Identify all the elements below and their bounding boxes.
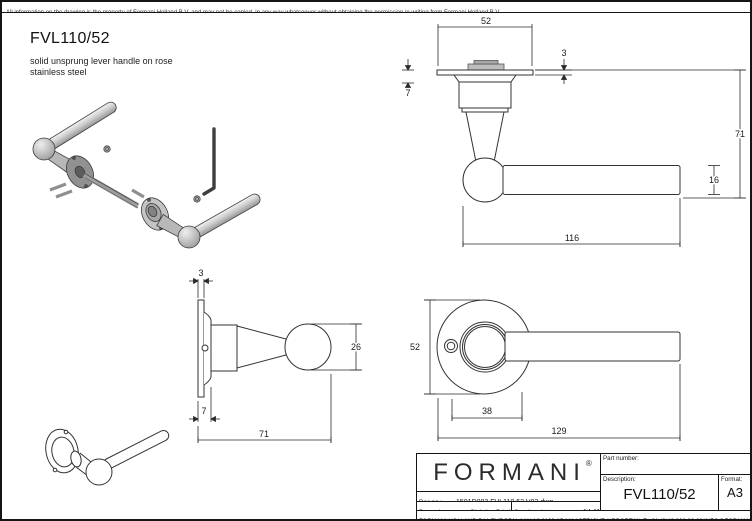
lever-bar: [102, 429, 170, 470]
ball-joint: [32, 137, 56, 161]
description-value: FVL110/52: [623, 486, 696, 503]
formani-logo: FORMANI®: [433, 458, 592, 486]
format-cell: Format: A3: [719, 475, 750, 511]
product-description-line1: solid unsprung lever handle on rose: [30, 56, 173, 66]
format-value: A3: [727, 485, 743, 500]
neck-collar: [453, 74, 517, 83]
part-number-cell: Part number:: [601, 454, 750, 475]
dim-rose-depth: 7: [201, 406, 206, 416]
front-dimensions: [424, 299, 681, 441]
drawn-by-label: Drawn by:: [419, 509, 447, 510]
company-address: FORMANI HOLLAND B.V. EUROPALAAN 12 6199 …: [419, 518, 750, 519]
logo-cell: FORMANI®: [417, 454, 601, 492]
ball-ring: [464, 326, 506, 368]
dim-plate-thickness: 3: [561, 48, 566, 58]
dim-inner-rose: 38: [482, 406, 492, 416]
cell-divider: [511, 502, 512, 510]
fixing-pin-icon: [55, 189, 73, 199]
dim-bar-diameter: 16: [709, 175, 719, 185]
screw-hole-icon: [147, 198, 151, 202]
fixing-pin-icon: [131, 188, 145, 199]
spindle-hub-top: [473, 60, 499, 65]
rose-inner: [51, 436, 75, 468]
profile-geometry: [197, 299, 332, 398]
format-label: Format:: [721, 476, 743, 483]
dim-overall-height: 71: [735, 129, 745, 139]
product-description: solid unsprung lever handle on rose stai…: [30, 56, 173, 78]
description-cell: Description: FVL110/52: [601, 475, 719, 511]
screw-hole-icon: [84, 184, 88, 188]
front-view: 52 38 129: [408, 299, 681, 441]
registered-mark-icon: ®: [585, 458, 592, 468]
part-number-label: Part number:: [603, 455, 639, 462]
side-geometry: [436, 60, 681, 203]
creation-date-value: 14-11-2014: [583, 509, 600, 510]
neck-collar: [210, 324, 238, 372]
screw-hole-icon: [52, 467, 58, 473]
product-description-line2: stainless steel: [30, 67, 87, 77]
product-code-title: FVL110/52: [30, 30, 110, 47]
dim-rose-diameter: 52: [410, 342, 420, 352]
rose-plate: [436, 69, 534, 76]
ball-joint: [85, 458, 113, 486]
allen-key-icon: [202, 127, 216, 196]
dim-rose-width: 52: [481, 16, 491, 26]
disclaimer-text: All information on the drawing is the pr…: [6, 9, 500, 13]
disclaimer-bar: All information on the drawing is the pr…: [2, 2, 750, 13]
profile-dimensions: [189, 277, 362, 443]
set-screw-inner: [446, 341, 456, 351]
spindle-hole: [201, 344, 209, 352]
creation-date-label: Creation date:: [514, 509, 553, 510]
ball-joint: [177, 225, 201, 249]
profile-view: 3 26 7 71: [189, 267, 363, 443]
neck-band: [461, 107, 509, 113]
ball-end: [284, 323, 332, 371]
dim-hub-depth: 7: [405, 88, 410, 98]
front-geometry: [436, 299, 681, 395]
description-label: Description:: [603, 476, 636, 483]
doc-no-value: 1501D083 FVL110 52 V03.dwg: [456, 499, 553, 501]
drawn-by-cell: Drawn by: Christian Brimbois Creation dat…: [417, 502, 601, 511]
dim-ball-diameter: 26: [351, 342, 361, 352]
right-handle: [131, 188, 261, 249]
iso-exploded-view: [32, 101, 261, 249]
grub-screw: [193, 195, 201, 203]
grub-screw: [103, 145, 111, 153]
neck-taper: [236, 325, 287, 369]
lever-bar: [504, 331, 681, 362]
rose-hub-hole: [147, 205, 158, 218]
side-elevation-view: 52 3 7 71 16 116: [402, 15, 747, 247]
neck-taper: [465, 111, 505, 163]
fixing-pin-icon: [49, 182, 67, 192]
spindle: [82, 172, 140, 209]
perspective-view: [45, 428, 170, 486]
neck-cylinder: [458, 81, 512, 109]
ball-joint: [462, 157, 508, 203]
left-handle: [32, 101, 117, 199]
side-dimensions: [402, 24, 746, 247]
doc-no-label: Doc no.:: [419, 499, 442, 501]
dim-plate-thickness: 3: [198, 268, 203, 278]
neck-line: [79, 452, 92, 463]
screw-hole-icon: [63, 429, 69, 435]
lever-bar: [502, 165, 681, 195]
screw-hole-icon: [72, 156, 76, 160]
spindle-hub: [467, 63, 505, 71]
dim-lever-length: 116: [565, 233, 579, 243]
dim-overall-length: 129: [551, 426, 566, 436]
doc-no-cell: Doc no.: 1501D083 FVL110 52 V03.dwg: [417, 492, 601, 502]
drawn-by-value: Christian Brimbois: [470, 509, 520, 510]
neck-base: [70, 450, 82, 468]
address-cell: FORMANI HOLLAND B.V. EUROPALAAN 12 6199 …: [417, 511, 750, 519]
title-block: FORMANI® Part number: Description: FVL11…: [416, 453, 750, 519]
perspective-geometry: [45, 428, 170, 486]
dim-projection: 71: [259, 429, 269, 439]
